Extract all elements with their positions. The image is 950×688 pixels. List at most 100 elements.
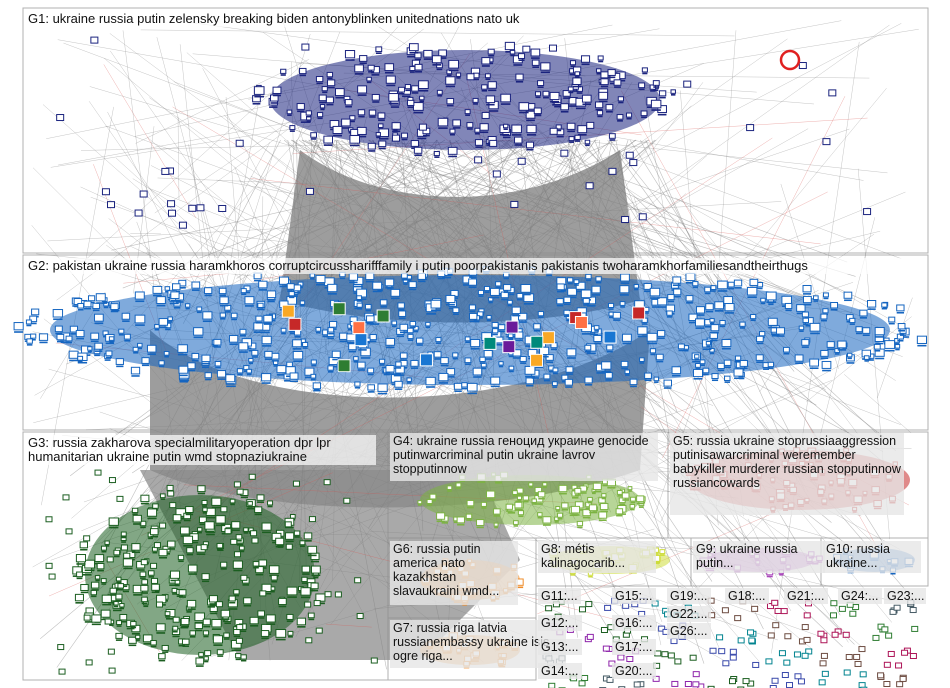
node: [319, 104, 326, 109]
node: [671, 366, 682, 375]
node-label: [550, 348, 558, 351]
node-label: [757, 287, 763, 290]
node: [101, 594, 112, 603]
node: [113, 601, 119, 606]
node: [251, 537, 259, 544]
node: [658, 90, 667, 97]
node: [759, 331, 766, 337]
node: [820, 652, 828, 659]
group-label-g3: G3: russia zakharova specialmilitaryoper…: [25, 435, 376, 465]
node: [197, 527, 203, 532]
node-label: [378, 119, 385, 121]
node: [801, 311, 809, 318]
node-label: [434, 358, 442, 360]
node-label: [140, 502, 149, 505]
node: [608, 167, 617, 175]
node-label: [181, 625, 189, 628]
node: [308, 516, 316, 523]
node-label: [119, 620, 127, 623]
node-label: [196, 553, 206, 555]
node: [813, 295, 819, 301]
node-label: [583, 304, 590, 306]
node: [486, 490, 496, 499]
node: [201, 354, 211, 363]
node-label: [294, 536, 300, 538]
node: [552, 367, 559, 373]
node: [884, 340, 896, 349]
node-label: [90, 340, 99, 343]
node-label: [269, 106, 278, 108]
node: [366, 315, 375, 323]
node: [318, 94, 327, 102]
node: [406, 327, 414, 334]
node: [849, 610, 857, 617]
node-label: [353, 285, 363, 288]
node-label: [446, 74, 452, 77]
node: [324, 591, 332, 598]
node: [187, 564, 198, 573]
node-label: [349, 120, 355, 123]
node-label: [409, 51, 419, 54]
node: [301, 576, 308, 583]
node: [94, 313, 104, 322]
node-label: [756, 342, 764, 345]
node-label: [485, 78, 491, 80]
edge: [86, 419, 306, 431]
node: [694, 354, 700, 359]
node-label: [77, 308, 84, 311]
node-label: [262, 345, 272, 347]
node: [331, 350, 341, 359]
node: [734, 615, 742, 622]
node: [150, 562, 158, 569]
node: [310, 373, 317, 379]
node: [863, 208, 872, 216]
node: [514, 501, 523, 509]
edge: [140, 29, 735, 37]
node-label: [179, 380, 189, 383]
node-label: [158, 659, 166, 662]
node: [367, 64, 375, 71]
node: [101, 188, 110, 196]
node-label: [600, 510, 608, 513]
node: [332, 125, 343, 135]
node: [354, 381, 361, 387]
node-label: [185, 307, 190, 310]
node: [357, 361, 366, 369]
node-label: [189, 636, 196, 638]
node-label: [452, 313, 459, 316]
node: [368, 109, 377, 116]
node-label: [849, 323, 855, 325]
node-label: [398, 92, 405, 95]
node: [275, 629, 287, 638]
node-label: [377, 392, 388, 395]
node-label: [289, 130, 295, 132]
node-label: [219, 304, 229, 307]
node: [198, 516, 207, 524]
node: [202, 618, 211, 626]
node-avatar: [376, 309, 390, 323]
node: [710, 324, 720, 332]
node: [561, 502, 569, 509]
node: [486, 314, 492, 320]
node: [916, 335, 927, 344]
node: [394, 380, 403, 388]
node: [846, 352, 853, 358]
node: [186, 599, 197, 608]
node: [288, 291, 295, 297]
node-label: [300, 596, 311, 599]
node: [752, 661, 760, 668]
node-label: [644, 379, 652, 382]
node-label: [528, 486, 533, 489]
node-label: [293, 291, 301, 294]
node: [236, 624, 244, 631]
node: [566, 277, 574, 283]
node-label: [223, 638, 230, 640]
node-label: [572, 90, 579, 92]
node: [142, 634, 153, 643]
node: [228, 595, 236, 602]
node-avatar: [288, 317, 302, 331]
edge: [228, 139, 550, 265]
node: [803, 612, 811, 619]
node: [106, 556, 114, 563]
node: [323, 135, 334, 144]
